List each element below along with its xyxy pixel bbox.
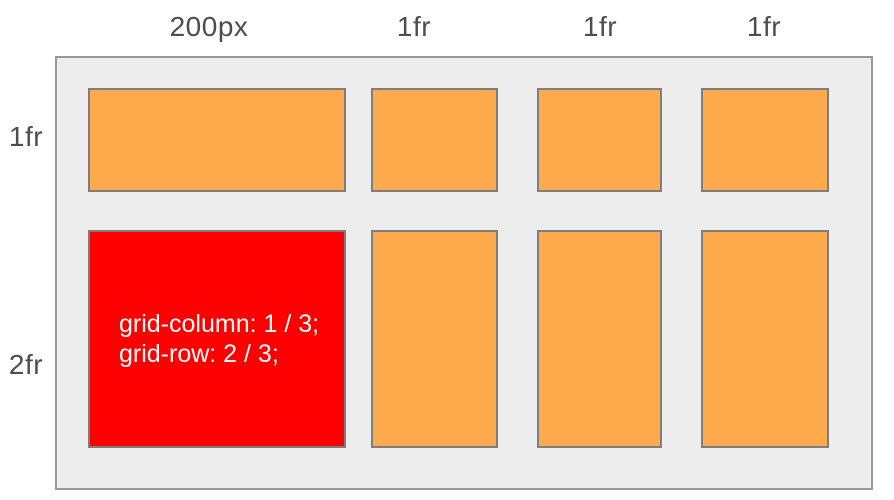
column-track-label: 200px <box>169 11 249 42</box>
row-track-label: 2fr <box>8 349 44 380</box>
highlighted-grid-item: grid-column: 1 / 3; grid-row: 2 / 3; <box>88 230 346 448</box>
grid-item <box>701 230 829 448</box>
row-track-label: 1fr <box>8 121 44 152</box>
grid-item <box>701 88 829 192</box>
grid-item <box>537 230 662 448</box>
column-track-label: 1fr <box>396 11 432 42</box>
grid-item <box>537 88 662 192</box>
column-track-label: 1fr <box>746 11 782 42</box>
column-track-label: 1fr <box>582 11 618 42</box>
grid-item <box>88 88 346 192</box>
grid-item-code-line: grid-row: 2 / 3; <box>119 340 279 368</box>
grid-item <box>371 230 498 448</box>
grid-item-code-line: grid-column: 1 / 3; <box>119 310 320 338</box>
grid-item <box>371 88 498 192</box>
